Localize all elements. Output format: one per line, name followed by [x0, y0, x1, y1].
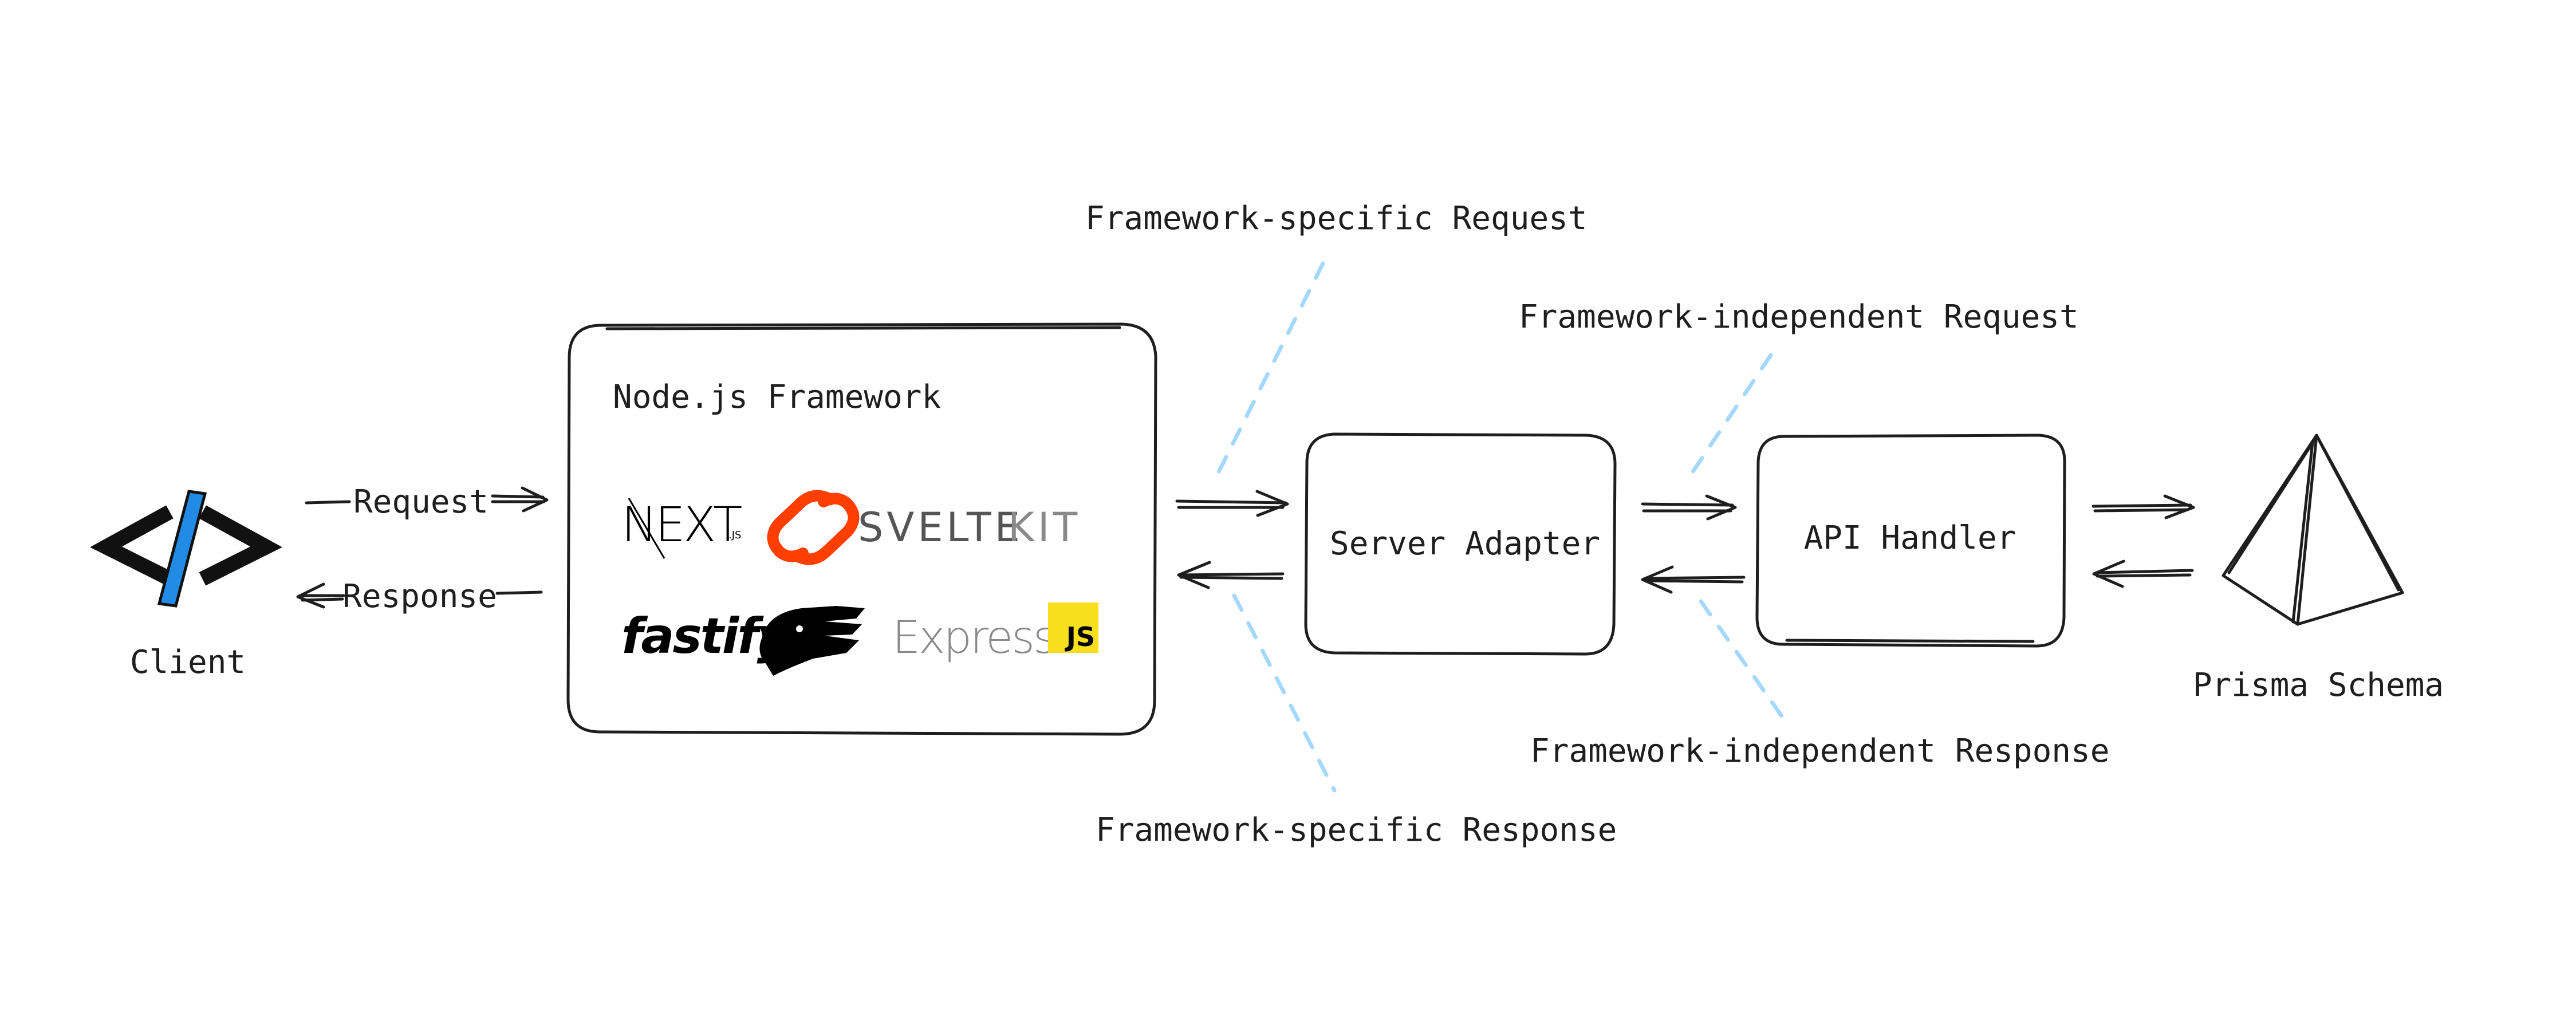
fw-independent-response-connector: [1699, 599, 1788, 724]
node-framework-label: Node.js Framework: [613, 379, 941, 416]
server-adapter-label: Server Adapter: [1330, 525, 1600, 562]
nextjs-logo-suffix: .JS: [728, 529, 741, 541]
api-handler-box: [1755, 434, 2066, 648]
fw-specific-response-label: Framework-specific Response: [1096, 812, 1617, 849]
fw-to-adapter-arrow: [1175, 490, 1289, 517]
express-js-badge: JS: [1065, 621, 1095, 652]
adapter-to-fw-arrow: [1177, 561, 1285, 589]
adapter-to-handler-arrow: [1641, 494, 1737, 521]
nextjs-logo: NEXT .JS: [621, 497, 744, 559]
nextjs-logo-text: NEXT: [621, 497, 742, 553]
svelte-icon: [767, 490, 860, 565]
fw-independent-request-connector: [1684, 353, 1773, 483]
express-logo: Express JS: [892, 602, 1098, 664]
fw-specific-request-label: Framework-specific Request: [1085, 200, 1588, 237]
sveltekit-svelte-text: SVELTE: [858, 504, 1023, 551]
prisma-to-handler-arrow: [2092, 560, 2194, 588]
fw-independent-response-label: Framework-independent Response: [1530, 732, 2109, 770]
fw-specific-request-connector: [1212, 261, 1325, 483]
node-framework-box: [566, 322, 1157, 736]
server-adapter-box: [1304, 432, 1617, 656]
response-arrow: [296, 582, 543, 609]
fw-specific-response-connector: [1232, 593, 1337, 793]
handler-to-adapter-arrow: [1641, 565, 1746, 594]
prisma-pyramid-icon: [2221, 434, 2404, 626]
handler-to-prisma-arrow: [2091, 494, 2195, 519]
fastify-logo: fastify: [621, 606, 865, 676]
sveltekit-kit-text: KIT: [1008, 504, 1081, 551]
express-logo-text: Express: [892, 612, 1055, 664]
fastify-cheetah-icon: [759, 606, 865, 676]
request-arrow: [305, 486, 549, 513]
prisma-schema-label: Prisma Schema: [2193, 667, 2444, 704]
code-brackets-icon: [90, 490, 282, 608]
response-label: Response: [342, 578, 497, 615]
request-label: Request: [353, 483, 489, 521]
fw-independent-request-label: Framework-independent Request: [1519, 298, 2079, 336]
api-handler-label: API Handler: [1804, 519, 2016, 557]
client-label: Client: [130, 644, 246, 681]
sveltekit-logo: SVELTE KIT: [767, 490, 1081, 565]
